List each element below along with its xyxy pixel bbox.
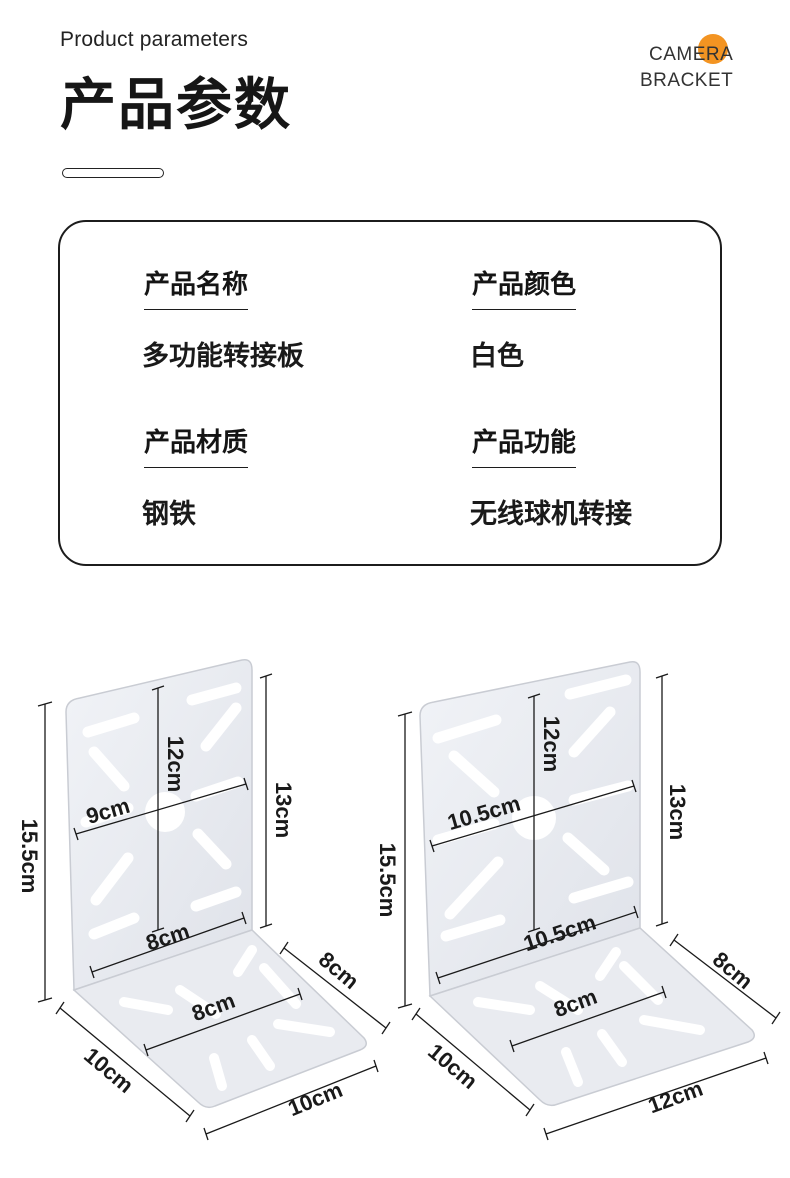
param-label-name: 产品名称 [144,264,249,310]
small-height-label: 15.5cm [17,819,42,894]
large-base-width-label: 12cm [645,1076,706,1119]
small-upper-height-label: 12cm [163,736,188,792]
bracket-small: 15.5cm 12cm 13cm 9cm 8cm 8cm 8cm 10cm 10… [17,658,391,1141]
bracket-large: 15.5cm 12cm 13cm 10.5cm 10.5cm 8cm 8cm 1… [375,660,781,1141]
params-card: 产品名称 多功能转接板 产品颜色 白色 产品材质 钢铁 产品功能 无线球机转接 [58,220,722,566]
large-depth-right-label: 8cm [708,947,758,994]
section-title: 产品参数 [60,73,292,138]
param-value-function: 无线球机转接 [470,499,632,530]
param-label-color: 产品颜色 [472,264,577,310]
small-depth-right-label: 8cm [314,947,364,994]
param-value-color: 白色 [470,341,524,372]
large-depth-left-label: 10cm [423,1039,482,1094]
brand-mark: CAMERA BRACKET [640,34,734,94]
brand-line-1: CAMERA [649,44,734,65]
small-base-width-label: 10cm [284,1077,346,1121]
large-side-height-label: 13cm [665,784,690,840]
small-depth-left-label: 10cm [79,1043,138,1098]
title-underline-bar [62,168,164,178]
section-subtitle: Product parameters [60,28,249,51]
param-value-name: 多功能转接板 [142,341,304,372]
brand-line-2: BRACKET [640,70,734,91]
param-label-material: 产品材质 [144,422,249,468]
param-label-function: 产品功能 [472,422,577,468]
large-height-label: 15.5cm [375,843,400,918]
brand-dot-icon [698,34,728,64]
small-side-height-label: 13cm [271,782,296,838]
param-value-material: 钢铁 [142,499,196,530]
large-upper-height-label: 12cm [539,716,564,772]
